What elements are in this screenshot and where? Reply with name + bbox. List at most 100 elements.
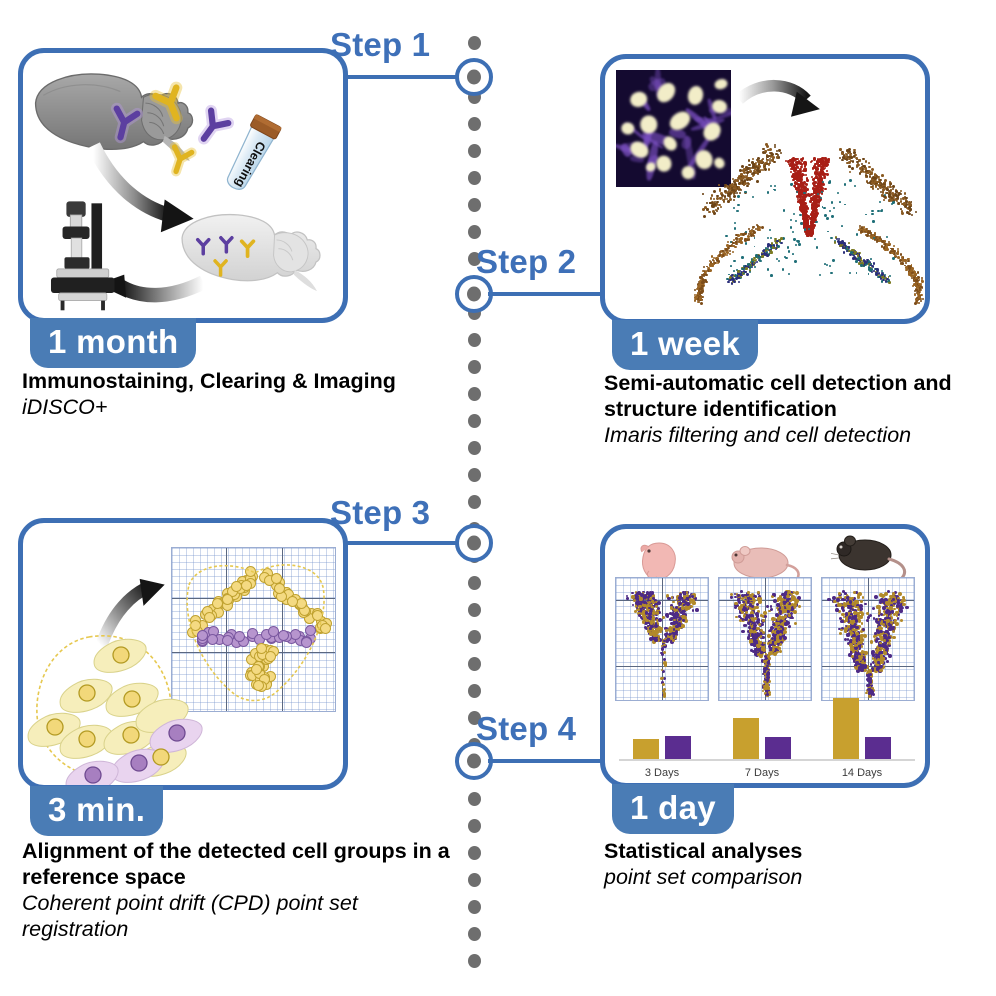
cell-point bbox=[847, 242, 850, 245]
cell-point bbox=[817, 187, 821, 191]
cell-point bbox=[799, 170, 802, 174]
cell-point bbox=[797, 172, 800, 175]
cell-point bbox=[863, 265, 865, 268]
cell-point bbox=[716, 207, 720, 210]
cell-point bbox=[870, 171, 874, 176]
cell-point bbox=[895, 189, 899, 193]
bar-gold-3-days bbox=[633, 738, 659, 759]
cell-point bbox=[792, 157, 796, 161]
panel-step1[interactable]: Clearing bbox=[18, 48, 348, 323]
panel-step2[interactable] bbox=[600, 54, 930, 324]
cell-point bbox=[847, 157, 850, 161]
cell-point bbox=[819, 157, 823, 161]
cell-point bbox=[891, 609, 894, 613]
cell-point bbox=[881, 599, 885, 603]
cell-point bbox=[868, 165, 872, 169]
cell-point bbox=[821, 157, 824, 160]
cell-point bbox=[755, 605, 759, 610]
cell-point bbox=[801, 172, 805, 176]
cell-point bbox=[852, 591, 856, 595]
cell-point bbox=[714, 200, 717, 204]
cell-point bbox=[894, 622, 899, 627]
cell-point bbox=[847, 148, 851, 151]
cell-point bbox=[812, 215, 815, 218]
cell-point bbox=[800, 181, 803, 185]
cell-point bbox=[806, 179, 809, 182]
cell-point bbox=[889, 274, 892, 277]
timeline-marker-step1[interactable] bbox=[455, 58, 493, 96]
cell-point bbox=[903, 192, 907, 195]
cell-point bbox=[775, 155, 779, 158]
cell-point bbox=[766, 148, 770, 152]
cell-point bbox=[801, 191, 805, 195]
cell-point bbox=[803, 203, 807, 207]
cell-point bbox=[879, 184, 883, 187]
cell-point bbox=[892, 630, 896, 634]
cell-point bbox=[855, 163, 859, 167]
cell-point bbox=[870, 185, 873, 189]
cell-point bbox=[703, 214, 707, 218]
cell-point bbox=[817, 201, 821, 205]
caption-step1: Immunostaining, Clearing & Imaging iDISC… bbox=[22, 368, 452, 420]
cell-point bbox=[727, 188, 731, 192]
cell-point bbox=[915, 286, 918, 289]
cell-point bbox=[874, 177, 877, 181]
cell-point bbox=[803, 199, 806, 202]
timeline-dot bbox=[461, 846, 487, 860]
cell-point bbox=[888, 192, 891, 196]
cell-point bbox=[727, 192, 730, 195]
cell-point bbox=[805, 177, 809, 181]
timeline-dot bbox=[461, 495, 487, 509]
cell-point bbox=[730, 265, 732, 268]
cell-point bbox=[871, 209, 874, 213]
cell-point bbox=[812, 191, 815, 194]
cell-point bbox=[655, 610, 660, 615]
cell-point bbox=[879, 653, 884, 658]
cell-point bbox=[902, 596, 906, 600]
cell-point bbox=[781, 597, 784, 601]
cell-point bbox=[885, 247, 888, 251]
cell-point bbox=[794, 177, 797, 181]
cell-point bbox=[763, 166, 767, 169]
cell-point bbox=[807, 193, 811, 197]
cell-point bbox=[905, 200, 909, 204]
cell-point bbox=[892, 636, 896, 640]
panel-step3[interactable] bbox=[18, 518, 348, 790]
cell-point bbox=[905, 605, 909, 610]
cell-point bbox=[682, 591, 685, 594]
caption-subtitle-step3: Coherent point drift (CPD) point set reg… bbox=[22, 891, 358, 941]
cell-point bbox=[671, 638, 675, 643]
cell-point bbox=[864, 175, 867, 178]
antibody-icons bbox=[110, 81, 235, 177]
cell-point bbox=[790, 170, 793, 174]
cell-point bbox=[787, 163, 790, 166]
cell-point bbox=[762, 630, 766, 634]
cell-point bbox=[752, 196, 755, 199]
cell-point bbox=[775, 152, 778, 156]
cell-point bbox=[814, 185, 818, 189]
cell-point bbox=[812, 223, 816, 228]
cell-point bbox=[803, 161, 807, 165]
cell-point bbox=[854, 250, 857, 254]
cell-point bbox=[852, 151, 856, 154]
cell-point bbox=[837, 191, 840, 194]
cell-point bbox=[809, 233, 813, 237]
cell-point bbox=[654, 638, 658, 642]
cell-point bbox=[745, 231, 748, 233]
cell-point bbox=[724, 189, 728, 193]
cell-point bbox=[716, 200, 720, 204]
cell-point bbox=[756, 172, 759, 175]
cell-point bbox=[755, 166, 758, 169]
cell-point bbox=[877, 661, 880, 665]
cell-point bbox=[712, 209, 715, 213]
cell-point bbox=[657, 618, 662, 623]
cell-point bbox=[890, 202, 894, 205]
timeline-marker-step3[interactable] bbox=[455, 524, 493, 562]
cell-point bbox=[843, 630, 847, 634]
cell-point bbox=[796, 176, 799, 179]
cell-point bbox=[813, 177, 817, 180]
cell-point bbox=[881, 174, 885, 178]
cell-point bbox=[875, 271, 878, 275]
cell-point bbox=[905, 197, 908, 200]
